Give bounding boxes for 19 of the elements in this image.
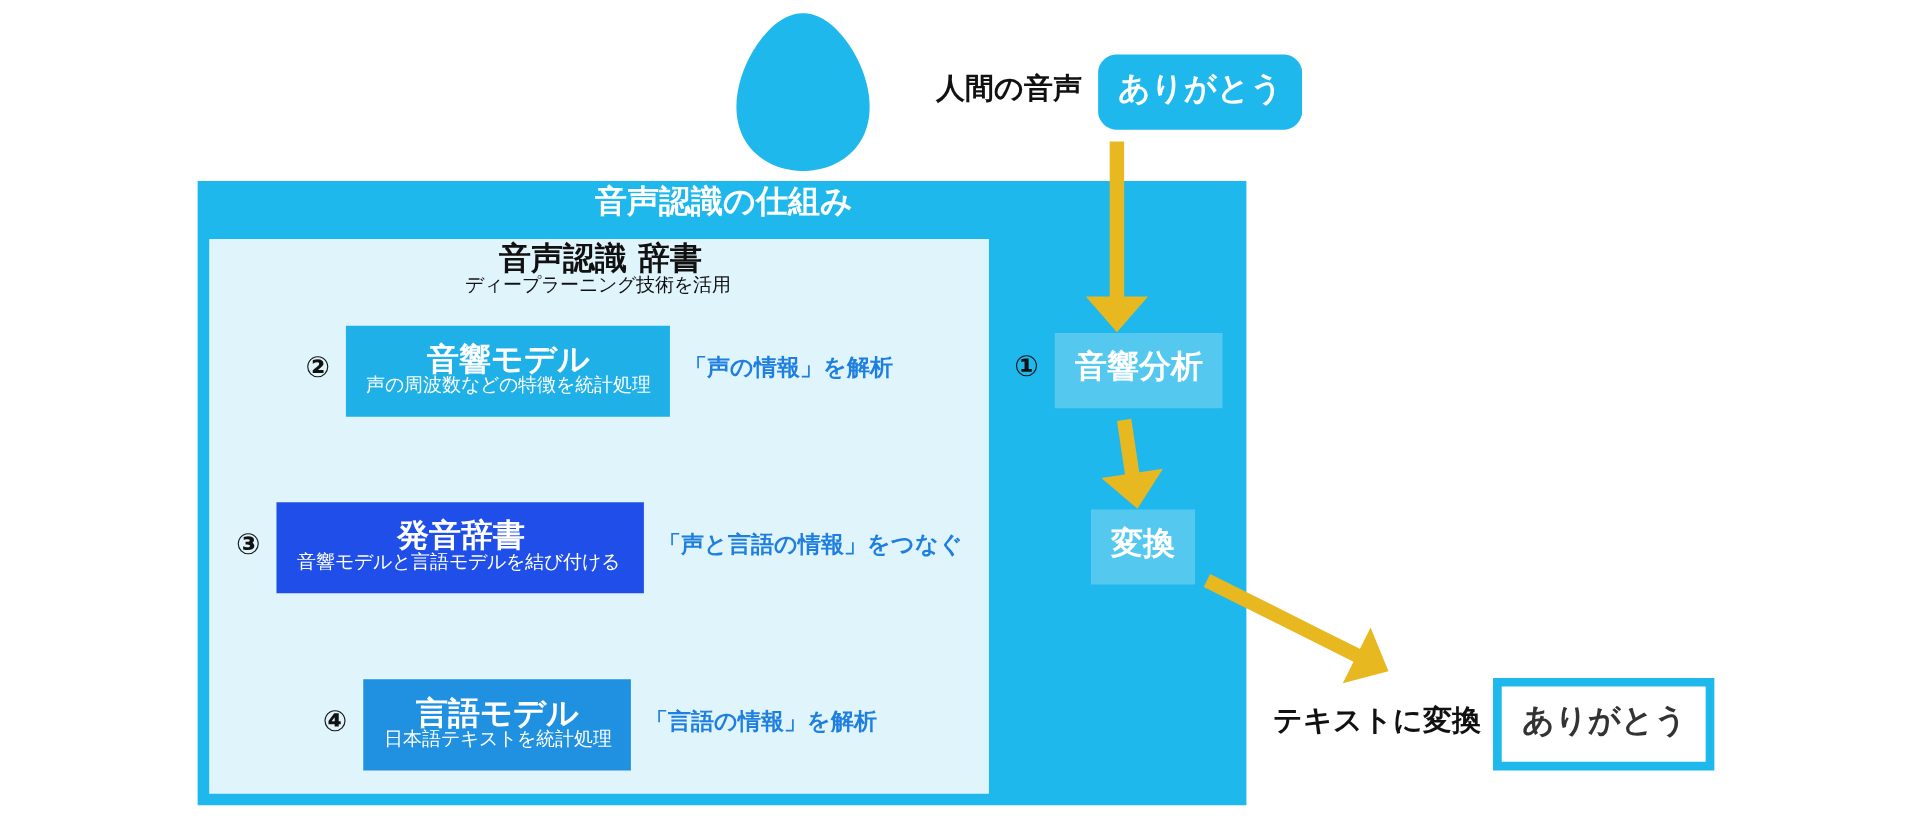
node-label: ③ [235,526,261,561]
node-label: 人間の音声 [936,70,1083,105]
node-person [736,13,870,171]
node-label: ④ [322,703,348,738]
node-label: ② [305,350,330,385]
node-label: テキストに変換 [1273,702,1482,737]
node-label: 「声の情報」を解析 [684,354,894,381]
node-box: 音響モデル 声の周波数などの特徴を統計処理 [345,325,670,417]
arrow [1085,141,1149,333]
arrow [1203,573,1389,684]
node-label: ① [1014,349,1039,384]
node-box: 発音辞書 音響モデルと言語モデルを結び付ける [276,502,644,594]
node-box: ありがとう [1098,54,1303,130]
node-box: 音響分析 [1054,332,1223,409]
node-label: 「声と言語の情報」をつなぐ [658,530,964,557]
node-box: 変換 [1090,509,1196,585]
node-box: 言語モデル 日本語テキストを統計処理 [363,679,631,771]
node-label: 「言語の情報」を解析 [645,707,878,734]
arrow [1101,418,1163,509]
